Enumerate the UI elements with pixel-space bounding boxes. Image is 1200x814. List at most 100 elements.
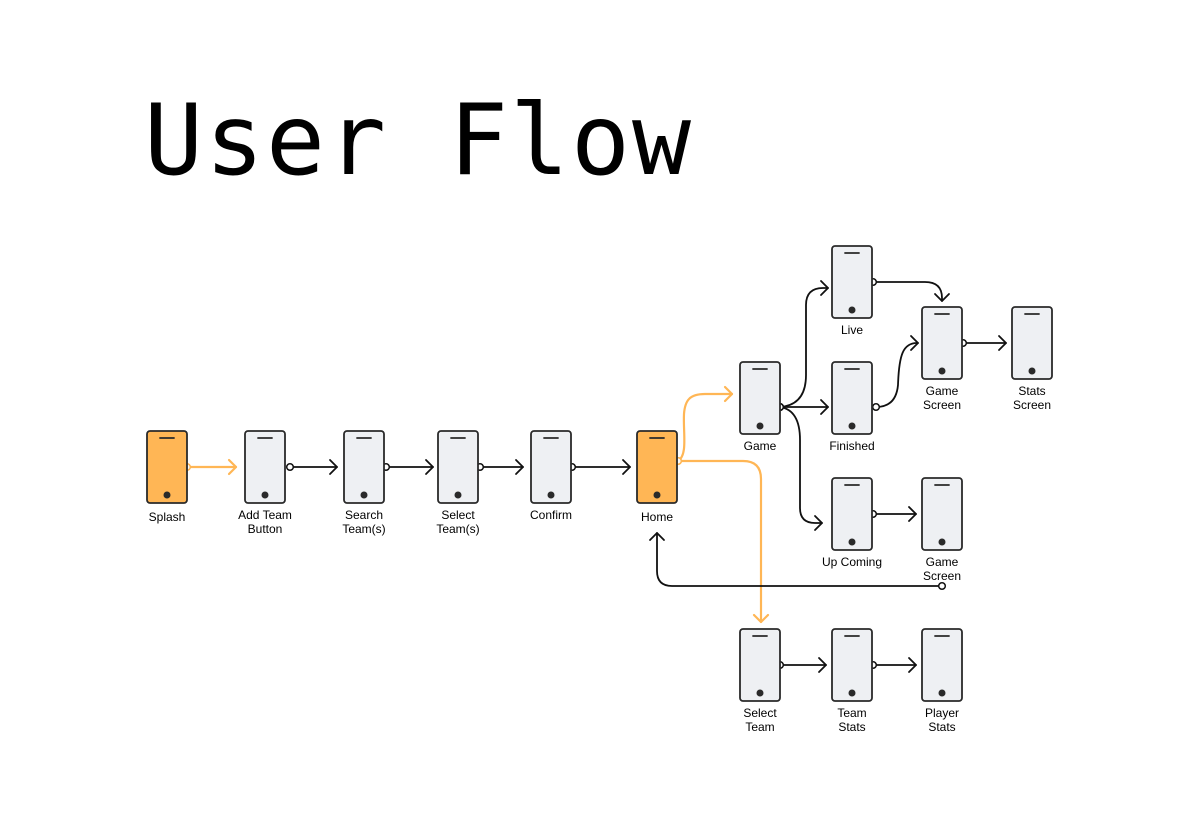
connector-line [656, 532, 943, 587]
connector-live-to-game-screen-1 [868, 277, 950, 302]
connector-game-screen-2-to-home [649, 532, 947, 591]
phone-home-button-icon [360, 491, 368, 499]
connector-origin-dot [937, 581, 947, 591]
phone-home-button-icon [756, 422, 764, 430]
screen-label-line: Screen [923, 569, 961, 583]
arrow-head-icon [723, 385, 734, 403]
screen-label-line: Screen [923, 398, 961, 412]
connector-line [676, 392, 734, 463]
screen-node-confirm[interactable]: Confirm [530, 430, 572, 522]
connector-select-teams-to-confirm [475, 459, 524, 475]
connector-game-to-finished [775, 399, 829, 415]
phone-screen-icon [921, 477, 963, 551]
connector-up-coming-to-game-screen-2 [868, 506, 917, 522]
phone-screen-icon [831, 245, 873, 319]
arrow-head-icon [820, 399, 829, 415]
phone-screen-icon [1011, 306, 1053, 380]
phone-home-button-icon [938, 689, 946, 697]
phone-screen-icon [437, 430, 479, 504]
connector-home-to-game [673, 385, 734, 466]
arrow-head-icon [820, 280, 829, 296]
connector-line [779, 406, 823, 524]
phone-screen-icon [739, 628, 781, 702]
phone-screen-icon [146, 430, 188, 504]
screen-label-line: Select [441, 508, 475, 522]
phone-home-button-icon [848, 306, 856, 314]
screen-node-finished[interactable]: Finished [829, 361, 875, 453]
screen-label-line: Team [745, 720, 774, 734]
connector-game-to-up-coming [775, 402, 823, 531]
page-title: User Flow [144, 84, 694, 198]
arrow-head-icon [908, 506, 917, 522]
arrow-head-icon [515, 459, 524, 475]
screen-node-game[interactable]: Game [739, 361, 781, 453]
phone-home-button-icon [1028, 367, 1036, 375]
connector-line [779, 287, 829, 408]
arrow-head-icon [998, 335, 1007, 351]
screen-node-home[interactable]: Home [636, 430, 678, 524]
arrow-head-icon [227, 458, 238, 476]
screen-label-line: Team(s) [436, 522, 479, 536]
arrow-head-icon [814, 515, 823, 531]
connector-line [676, 459, 763, 624]
arrow-head-icon [329, 459, 338, 475]
phone-home-button-icon [848, 538, 856, 546]
screen-label-line: Player [925, 706, 959, 720]
screen-label-line: Stats [1018, 384, 1045, 398]
arrow-head-icon [818, 657, 827, 673]
screen-label-line: Search [345, 508, 383, 522]
arrow-head-icon [908, 657, 917, 673]
phone-screen-icon [831, 361, 873, 435]
arrow-head-icon [649, 532, 665, 541]
screen-label-line: Confirm [530, 508, 572, 522]
phone-home-button-icon [653, 491, 661, 499]
screen-label: Confirm [530, 508, 572, 522]
phone-screen-icon [831, 628, 873, 702]
connector-origin-dot [285, 462, 295, 472]
screen-label-line: Stats [928, 720, 955, 734]
connector-game-to-live [775, 280, 829, 412]
screen-label-line: Team(s) [342, 522, 385, 536]
phone-home-button-icon [848, 689, 856, 697]
screen-label: Finished [829, 439, 874, 453]
connector-select-team-to-team-stats [775, 657, 827, 673]
phone-screen-icon [831, 477, 873, 551]
phone-home-button-icon [454, 491, 462, 499]
screen-label-line: Select [743, 706, 777, 720]
connector-layer [182, 277, 1007, 673]
phone-home-button-icon [938, 538, 946, 546]
connector-team-stats-to-player-stats [868, 657, 917, 673]
phone-screen-icon [636, 430, 678, 504]
connector-splash-to-add-team-button [182, 458, 238, 476]
screen-node-up-coming[interactable]: Up Coming [822, 477, 882, 569]
phone-screen-icon [343, 430, 385, 504]
connector-game-screen-1-to-stats-screen [958, 335, 1007, 351]
screen-label-line: Live [841, 323, 863, 337]
phone-home-button-icon [848, 422, 856, 430]
screen-label-line: Screen [1013, 398, 1051, 412]
phone-screen-icon [530, 430, 572, 504]
connector-home-to-select-team [673, 456, 770, 624]
screen-label-line: Finished [829, 439, 874, 453]
screen-node-splash[interactable]: Splash [146, 430, 188, 524]
connector-origin-dot [871, 402, 881, 412]
connector-add-team-button-to-search-teams [285, 459, 338, 475]
screen-node-live[interactable]: Live [831, 245, 873, 337]
phone-screen-icon [921, 306, 963, 380]
connector-confirm-to-home [567, 459, 631, 475]
